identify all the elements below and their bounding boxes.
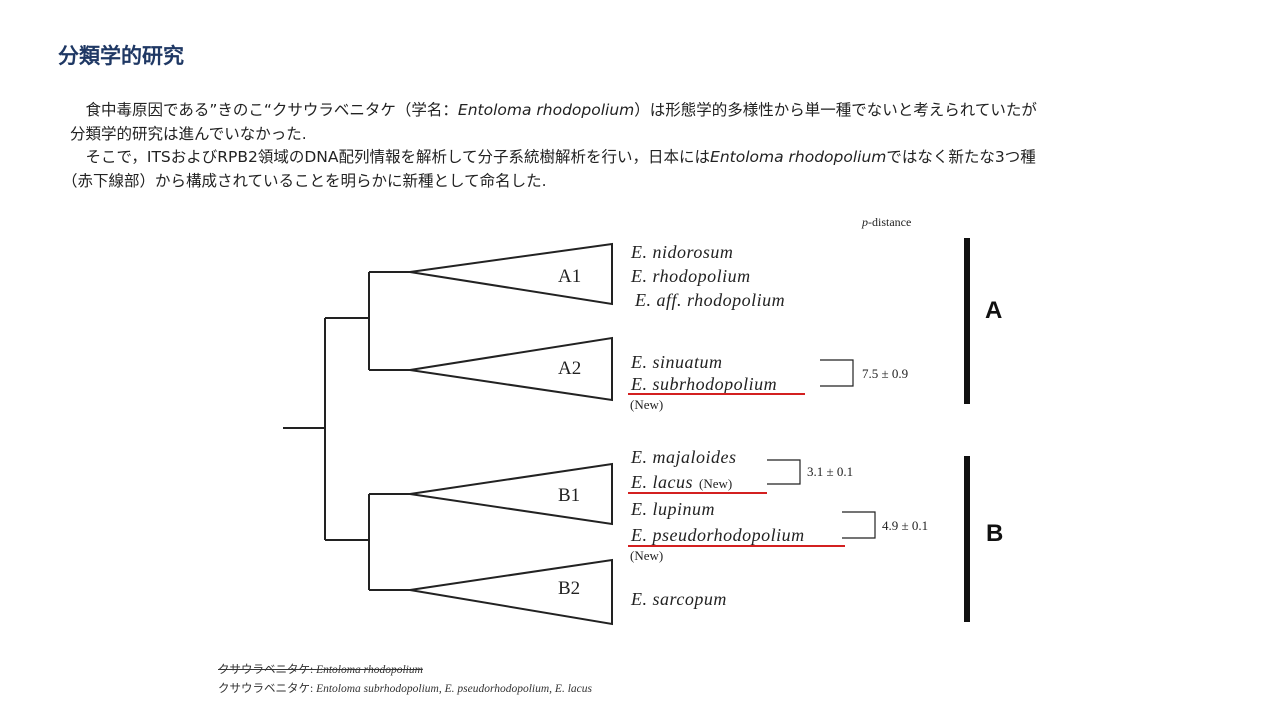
tree-branches	[283, 271, 410, 591]
clade-label-b2: B2	[558, 578, 580, 599]
scientific-name: Entoloma rhodopolium	[710, 148, 887, 166]
species-rhodopolium: E. rhodopolium	[630, 266, 751, 286]
scientific-name: Entoloma rhodopolium	[457, 101, 635, 119]
bracket-b1-top	[767, 459, 801, 485]
distance-b1-bottom: 4.9 ± 0.1	[882, 518, 928, 533]
paragraph-text: 食中毒原因である”きのこ“クサウラベニタケ（学名：	[70, 101, 458, 119]
species-aff-rhodopolium: E. aff. rhodopolium	[634, 290, 785, 310]
paragraph-line-2: 分類学的研究は進んでいなかった.	[70, 125, 307, 143]
species-pseudorhodopolium: E. pseudorhodopolium	[630, 525, 805, 545]
clade-label-a1: A1	[558, 266, 581, 287]
species-nidorosum: E. nidorosum	[630, 242, 733, 262]
new-species-underlines	[628, 393, 845, 547]
p-distance-label: p-distance	[861, 215, 911, 229]
species-lupinum: E. lupinum	[630, 499, 715, 519]
footnote-jp: クサウラベニタケ:	[218, 664, 317, 676]
paragraph-text: ）は形態学的多様性から単一種でないと考えられていたが	[634, 101, 1037, 119]
species-subrhodopolium: E. subrhodopolium	[630, 374, 777, 394]
distance-brackets	[767, 359, 876, 539]
new-tag-lacus: (New)	[699, 476, 732, 491]
bracket-b1-bottom	[842, 511, 876, 539]
clade-a2-triangle	[409, 336, 613, 402]
clade-label-a2: A2	[558, 358, 581, 379]
footnote-scientific-names: Entoloma subrhodopolium, E. pseudorhodop…	[316, 683, 592, 695]
species-lacus: E. lacus	[630, 472, 693, 492]
footnote-scientific-name: Entoloma rhodopolium	[316, 664, 423, 676]
clade-b2-triangle	[409, 558, 613, 626]
species-sarcopum: E. sarcopum	[630, 589, 727, 609]
bracket-a2	[820, 359, 854, 387]
distance-a2: 7.5 ± 0.9	[862, 366, 908, 381]
new-tag-subrhodopolium: (New)	[630, 397, 663, 412]
group-label-b: B	[986, 520, 1003, 547]
clade-b1-triangle	[409, 462, 613, 526]
species-lacus-line: E. lacus (New)	[630, 472, 732, 492]
paragraph-line-3: そこで，ITSおよびRPB2領域のDNA配列情報を解析して分子系統樹解析を行い，…	[70, 146, 1036, 168]
footnote-new-names: クサウラベニタケ: Entoloma subrhodopolium, E. ps…	[218, 680, 592, 696]
species-sinuatum: E. sinuatum	[630, 352, 723, 372]
footnote-old-name: クサウラベニタケ: Entoloma rhodopolium	[218, 661, 423, 677]
distance-b1-top: 3.1 ± 0.1	[807, 464, 853, 479]
paragraph-line-1: 食中毒原因である”きのこ“クサウラベニタケ（学名：Entoloma rhodop…	[70, 99, 1037, 121]
paragraph-text: そこで，ITSおよびRPB2領域のDNA配列情報を解析して分子系統樹解析を行い，…	[70, 148, 711, 166]
paragraph-text: ではなく新たな3つ種	[886, 148, 1036, 166]
clade-triangles	[409, 242, 613, 626]
p-distance-suffix: -distance	[868, 215, 911, 229]
footnote-jp: クサウラベニタケ:	[218, 683, 317, 695]
new-tag-pseudorhodopolium: (New)	[630, 548, 663, 563]
clade-label-b1: B1	[558, 485, 580, 506]
clade-a1-triangle	[409, 242, 613, 306]
group-label-a: A	[985, 297, 1002, 324]
p-distance-prefix: p	[861, 215, 868, 229]
species-majaloides: E. majaloides	[630, 447, 737, 467]
page-title: 分類学的研究	[58, 44, 184, 68]
paragraph-line-4: （赤下線部）から構成されていることを明らかに新種として命名した.	[62, 172, 547, 190]
